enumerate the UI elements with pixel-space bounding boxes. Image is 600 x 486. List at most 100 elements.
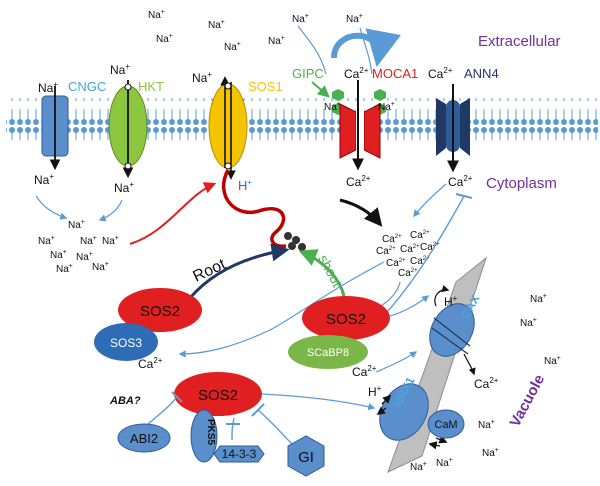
svg-text:Na+: Na+ bbox=[80, 235, 97, 247]
na-ion: Na+ bbox=[224, 41, 241, 53]
na-ion: Na+ bbox=[292, 13, 309, 25]
aba-label: ABA? bbox=[109, 395, 141, 407]
sos2-root-label: SOS2 bbox=[140, 303, 180, 320]
h-ion-cax: H+ bbox=[444, 294, 458, 309]
na-ion: Na+ bbox=[324, 101, 341, 113]
na-flow-arrow-right bbox=[98, 199, 123, 222]
sos2-shoot-label: SOS2 bbox=[326, 311, 366, 328]
na-ion: Na+ bbox=[110, 62, 130, 77]
gipc-label: GIPC bbox=[292, 66, 324, 81]
nhx1-transporter bbox=[376, 383, 448, 450]
svg-text:Na+: Na+ bbox=[102, 235, 119, 247]
sos2-hub-label: SOS2 bbox=[198, 387, 238, 404]
svg-text:Ca2+: Ca2+ bbox=[400, 244, 420, 255]
ca-ion-scabp8: Ca2+ bbox=[352, 364, 377, 379]
extracellular-na-ions: Na+ Na+ Na+ Na+ Na+ Na+ Na+ bbox=[148, 9, 363, 53]
gi-protein bbox=[287, 435, 325, 477]
sos2-shoot bbox=[302, 296, 390, 340]
cytoplasm-na-pool: Na+ Na+ Na+ Na+ Na+ Na+ Na+ Na+ bbox=[38, 219, 119, 275]
inhibition-bar bbox=[251, 403, 265, 417]
plasma-membrane bbox=[6, 98, 598, 140]
p1433-protein bbox=[213, 445, 265, 463]
abi2-protein bbox=[117, 423, 171, 453]
sos1-antiporter: Na+ H+ bbox=[192, 70, 252, 193]
abi2-inhibition-line bbox=[147, 397, 177, 425]
na-ion: Na+ bbox=[38, 80, 58, 95]
scabp8-protein bbox=[288, 335, 368, 369]
shoot-arrow bbox=[298, 249, 346, 297]
cax-transporter bbox=[429, 285, 476, 376]
hkt-label: HKT bbox=[138, 79, 164, 94]
inhibition-bar bbox=[171, 391, 183, 403]
ca-to-sos3-arrow bbox=[178, 261, 385, 358]
svg-text:Na+: Na+ bbox=[68, 219, 85, 231]
ca-ion-ann4-cytosol: Ca2+ bbox=[448, 174, 473, 189]
svg-text:Ca2+: Ca2+ bbox=[376, 246, 396, 257]
na-ion: Na+ bbox=[192, 70, 212, 85]
na-ion: Na+ bbox=[34, 172, 54, 187]
vacuole-na-ions: Na+ Na+ Na+ Na+ Na+ Na+ Na+ bbox=[410, 293, 561, 473]
phosphorylation-sites bbox=[284, 232, 306, 251]
svg-text:Na+: Na+ bbox=[410, 461, 427, 473]
svg-text:Ca2+: Ca2+ bbox=[398, 268, 418, 279]
na-entry-left bbox=[297, 25, 327, 75]
abi2-label: ABI2 bbox=[130, 431, 158, 446]
gipc-arrow bbox=[311, 81, 330, 98]
cytosol-ca-pool: Ca2+ Ca2+ Ca2+ Ca2+ Ca2+ Ca2+ Ca2+ Ca2+ bbox=[376, 230, 440, 279]
shoot-label: shoot bbox=[315, 252, 345, 290]
gi-label: GI bbox=[298, 449, 314, 466]
ca-ion-sos3: Ca2+ bbox=[138, 356, 163, 371]
na-ion: Na+ bbox=[156, 33, 173, 45]
svg-text:Ca2+: Ca2+ bbox=[410, 230, 430, 241]
ca-ion-cytosol: Ca2+ bbox=[346, 174, 371, 189]
na-ion: Na+ bbox=[346, 13, 363, 25]
h-ion-nhx1: H+ bbox=[368, 384, 382, 399]
svg-text:Na+: Na+ bbox=[50, 249, 67, 261]
cam-label: CaM bbox=[434, 419, 457, 431]
sos2-hub bbox=[174, 372, 262, 416]
ca-ion-vacuole: Ca2+ bbox=[474, 376, 499, 391]
ca-ion-ann4: Ca2+ bbox=[428, 66, 453, 81]
na-ion: Na+ bbox=[114, 180, 134, 195]
svg-text:Na+: Na+ bbox=[482, 447, 499, 459]
svg-text:Na+: Na+ bbox=[76, 251, 93, 263]
moca1-channel bbox=[339, 80, 381, 171]
sos3-protein bbox=[94, 323, 158, 361]
cytoplasm-label: Cytoplasm bbox=[486, 175, 557, 192]
svg-text:Na+: Na+ bbox=[38, 235, 55, 247]
cngc-channel: Na+ Na+ bbox=[34, 80, 69, 187]
sos1-cterm-loop bbox=[221, 169, 287, 248]
na-sensing-arc-arrow bbox=[331, 28, 401, 68]
moca1-label: MOCA1 bbox=[372, 66, 418, 81]
scabp8-label: SCaBP8 bbox=[307, 347, 349, 359]
ca-signal-arrow bbox=[339, 198, 383, 227]
svg-text:Na+: Na+ bbox=[56, 263, 73, 275]
na-ion: Na+ bbox=[148, 9, 165, 21]
na-entry-right bbox=[359, 27, 373, 75]
svg-text:Na+: Na+ bbox=[436, 457, 453, 469]
p1433-inhibition-line bbox=[231, 417, 235, 441]
svg-text:Na+: Na+ bbox=[544, 355, 561, 367]
svg-text:Na+: Na+ bbox=[92, 261, 109, 273]
sos2-to-nhx1-arrow bbox=[261, 393, 376, 411]
extracellular-label: Extracellular bbox=[478, 33, 561, 50]
ca-ion-extracellular: Ca2+ bbox=[344, 66, 369, 81]
na-ion: Na+ bbox=[268, 35, 285, 47]
svg-text:Na+: Na+ bbox=[478, 419, 495, 431]
p1433-label: 14-3-3 bbox=[222, 447, 257, 461]
svg-text:Na+: Na+ bbox=[520, 317, 537, 329]
na-to-sos1-arrow bbox=[129, 182, 217, 245]
svg-text:Na+: Na+ bbox=[530, 293, 547, 305]
h-ion: H+ bbox=[238, 178, 252, 193]
na-ion: Na+ bbox=[208, 19, 225, 31]
svg-text:Ca2+: Ca2+ bbox=[386, 258, 406, 269]
gi-inhibition-line bbox=[257, 409, 295, 447]
root-arrow bbox=[188, 243, 290, 299]
cam-protein bbox=[427, 409, 465, 439]
pks5-label: PKS5 bbox=[205, 419, 216, 446]
inhibition-bar bbox=[455, 193, 473, 199]
svg-text:Ca2+: Ca2+ bbox=[420, 242, 440, 253]
ann4-channel bbox=[436, 84, 470, 173]
na-ion: Na+ bbox=[378, 101, 395, 113]
